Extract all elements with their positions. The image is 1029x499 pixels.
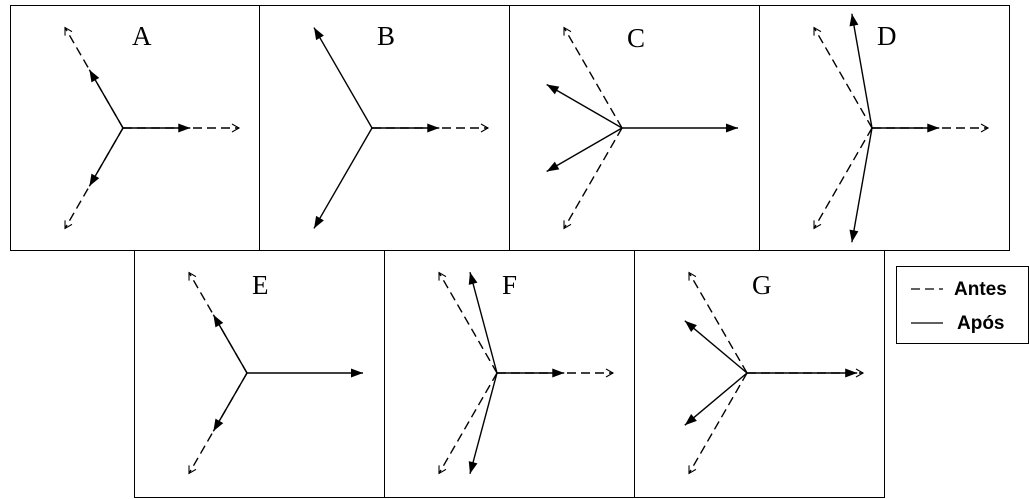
before-phasor-c-1 bbox=[563, 26, 623, 129]
after-phasor-g-1 bbox=[747, 368, 858, 378]
after-phasor-a-1 bbox=[123, 123, 191, 133]
after-phasor-a-2 bbox=[88, 69, 124, 129]
panel-label-c: C bbox=[627, 23, 646, 53]
after-phasor-c-3 bbox=[546, 127, 623, 173]
phasor-a bbox=[64, 26, 241, 230]
before-phasor-f-3 bbox=[438, 372, 498, 475]
legend-before-label: Antes bbox=[954, 279, 1007, 300]
panel-label-f: F bbox=[502, 270, 518, 300]
legend-swatches bbox=[911, 288, 943, 324]
after-phasor-c-2 bbox=[546, 83, 623, 129]
before-phasor-g-2 bbox=[688, 271, 748, 374]
panel-label-e: E bbox=[252, 270, 269, 300]
after-phasor-d-3 bbox=[849, 127, 873, 243]
after-phasor-d-2 bbox=[849, 13, 873, 129]
phasor-d bbox=[813, 13, 990, 243]
after-phasor-b-2 bbox=[313, 27, 373, 129]
after-phasor-g-2 bbox=[684, 320, 748, 374]
panel-d: D bbox=[759, 5, 1010, 251]
phasor-b bbox=[313, 27, 490, 229]
panel-label-d: D bbox=[877, 21, 897, 51]
panel-e: E bbox=[134, 250, 385, 498]
before-phasor-g-3 bbox=[688, 372, 748, 475]
panel-label-g: G bbox=[752, 270, 772, 300]
panel-label-a: A bbox=[132, 21, 152, 51]
after-phasor-b-3 bbox=[313, 127, 373, 229]
after-phasor-f-2 bbox=[468, 271, 498, 374]
after-phasor-e-3 bbox=[212, 372, 248, 432]
after-phasor-f-3 bbox=[468, 372, 498, 475]
legend-after-label: Após bbox=[957, 313, 1005, 334]
panel-label-b: B bbox=[377, 21, 396, 51]
after-phasor-d-1 bbox=[872, 123, 940, 133]
panel-g: G bbox=[634, 250, 885, 498]
before-phasor-f-2 bbox=[438, 271, 498, 374]
phasor-f bbox=[438, 271, 615, 475]
after-phasor-e-2 bbox=[212, 314, 248, 374]
before-phasor-d-3 bbox=[813, 127, 873, 230]
after-phasor-b-1 bbox=[372, 123, 440, 133]
after-phasor-f-1 bbox=[497, 368, 565, 378]
after-phasor-g-3 bbox=[684, 372, 748, 426]
phasor-e bbox=[188, 271, 363, 475]
panel-c: C bbox=[509, 5, 760, 251]
after-phasor-e-1 bbox=[247, 368, 363, 378]
panel-f: F bbox=[384, 250, 635, 498]
after-phasor-c-1 bbox=[622, 123, 738, 133]
before-phasor-c-2 bbox=[563, 127, 623, 230]
phasor-g bbox=[684, 271, 865, 475]
panel-b: B bbox=[259, 5, 510, 251]
panel-a: A bbox=[10, 5, 260, 251]
after-phasor-a-3 bbox=[88, 127, 124, 187]
before-phasor-d-2 bbox=[813, 26, 873, 129]
legend: Antes Após bbox=[896, 266, 1029, 344]
phasor-c bbox=[546, 26, 738, 230]
